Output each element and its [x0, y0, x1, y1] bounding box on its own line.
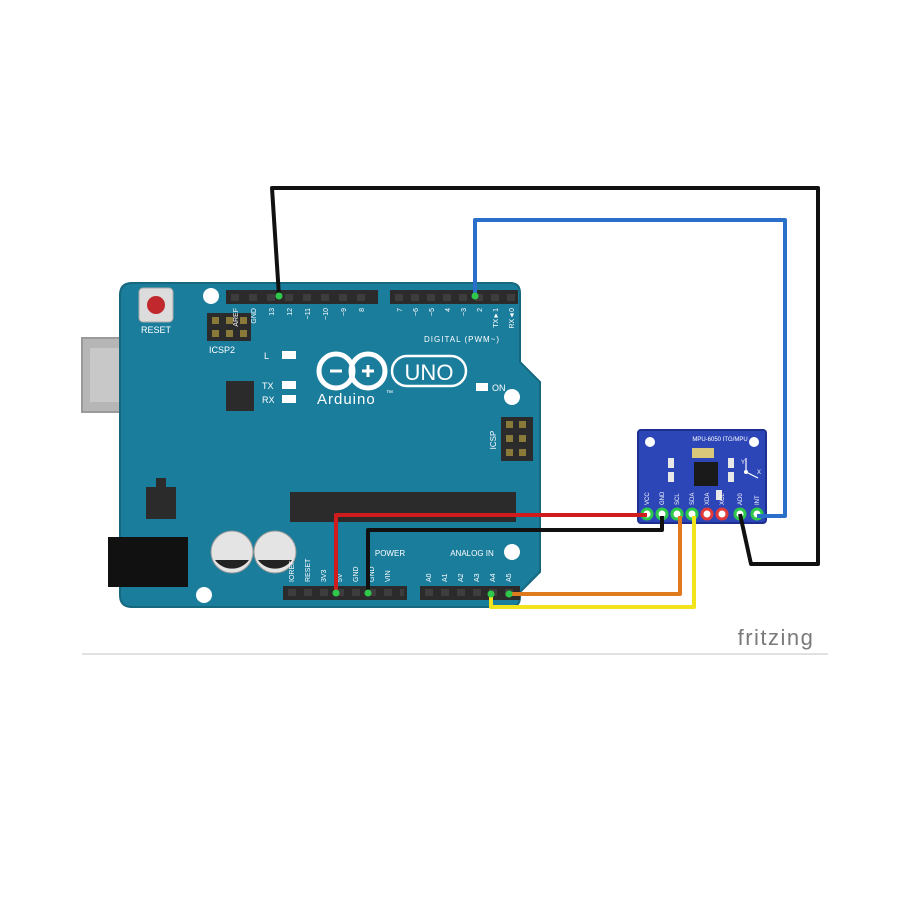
l-led-label: L	[264, 351, 269, 361]
pin-label: IOREF	[289, 561, 296, 582]
axis-x-label: X	[757, 470, 761, 476]
pin-label: A0	[426, 573, 433, 582]
pin-label: GND	[369, 566, 376, 582]
rx-led-label: RX	[262, 395, 275, 405]
mpu-title: MPU-6050 ITG/MPU	[692, 437, 747, 443]
analog-header	[420, 586, 520, 600]
mpu-pin-labels: VCC GND SCL SDA XDA XCL AD0 INT	[645, 491, 761, 505]
pin-label: TX►1	[493, 308, 500, 328]
pin-label: AD0	[738, 493, 744, 505]
pin-label: ~10	[323, 308, 330, 320]
pin-label: GND	[353, 566, 360, 582]
pin-label: SCL	[675, 493, 681, 505]
digital-header-left	[226, 290, 378, 304]
pin-endpoint	[505, 590, 513, 598]
pin-label: XCL	[720, 493, 726, 505]
pin-label: XDA	[705, 493, 711, 505]
mounting-hole	[504, 544, 520, 560]
tx-led	[282, 381, 296, 389]
fritzing-watermark: fritzing	[738, 625, 815, 650]
axis-y-label: Y	[741, 460, 745, 466]
pin-endpoint	[364, 589, 372, 597]
pin-label: A1	[442, 573, 449, 582]
icsp-header	[501, 417, 533, 461]
pin-endpoint	[332, 589, 340, 597]
tx-led-label: TX	[262, 381, 274, 391]
pin-label: 5V	[337, 573, 344, 582]
digital-header-right	[390, 290, 518, 304]
reset-button[interactable]	[138, 287, 174, 323]
on-led	[476, 383, 488, 391]
pin-endpoint	[487, 590, 495, 598]
pin-label: 3V3	[321, 569, 328, 582]
wire-a4-sda	[489, 516, 696, 609]
pin-label: ~6	[413, 308, 420, 316]
power-label: POWER	[375, 549, 405, 558]
digital-label: DIGITAL (PWM~)	[424, 335, 500, 344]
mounting-hole	[203, 288, 219, 304]
icsp-label: ICSP	[489, 431, 498, 450]
arduino-label: Arduino	[317, 391, 376, 408]
pin-endpoint	[275, 292, 283, 300]
pin-label: 8	[359, 308, 366, 312]
pin-label: 12	[287, 308, 294, 316]
mpu6050-module	[637, 429, 767, 524]
pin-label: AREF	[233, 308, 240, 327]
pin-label: VIN	[385, 570, 392, 582]
capacitor	[253, 530, 297, 574]
reset-label: RESET	[141, 325, 172, 335]
analog-label: ANALOG IN	[450, 549, 494, 558]
pin-label: 2	[477, 308, 484, 312]
trademark: ™	[386, 390, 393, 397]
pin-label: A5	[506, 573, 513, 582]
power-jack	[108, 537, 188, 587]
wire-5v-vcc	[334, 513, 647, 593]
microcontroller-chip	[290, 492, 516, 522]
bottom-pin-labels: IOREF RESET 3V3 5V GND GND VIN A0 A1 A2 …	[289, 558, 513, 582]
pin-endpoint	[471, 292, 479, 300]
crystal	[692, 448, 714, 458]
pin-label: A4	[490, 573, 497, 582]
icsp2-header	[207, 313, 251, 341]
pin-label: VCC	[645, 492, 651, 505]
pin-label: ~9	[341, 308, 348, 316]
wire-gnd-ad0	[270, 186, 820, 566]
wire-gnd-gnd	[366, 516, 664, 593]
pin-label: RESET	[305, 558, 312, 582]
mounting-hole	[504, 389, 520, 405]
rx-led	[282, 395, 296, 403]
pin-label: 7	[397, 308, 404, 312]
pin-label: ~11	[305, 308, 312, 319]
on-led-label: ON	[492, 383, 506, 393]
pin-label: GND	[251, 308, 258, 324]
pin-label: SDA	[690, 493, 696, 505]
axis-indicator-icon	[744, 458, 759, 479]
uno-badge	[390, 354, 468, 388]
pin-label: A3	[474, 573, 481, 582]
arduino-logo-icon	[316, 351, 388, 391]
mpu-chip	[694, 462, 718, 486]
usb-controller-chip	[226, 381, 254, 411]
voltage-regulator	[146, 478, 176, 519]
power-header	[283, 586, 407, 600]
wire-d2-int	[473, 218, 787, 518]
uno-label: UNO	[405, 360, 454, 385]
pin-label: A2	[458, 573, 465, 582]
l-led	[282, 351, 296, 359]
pin-label: GND	[660, 491, 666, 505]
pin-label: ~3	[461, 308, 468, 316]
pin-label: 4	[445, 308, 452, 312]
icsp2-label: ICSP2	[209, 345, 235, 355]
mounting-hole	[196, 587, 212, 603]
top-pin-labels: AREF GND 13 12 ~11 ~10 ~9 8 7 ~6 ~5 4 ~3…	[233, 308, 516, 329]
pin-label: RX◄0	[509, 308, 516, 329]
capacitor	[210, 530, 254, 574]
pin-label: 13	[269, 308, 276, 316]
pin-label: INT	[755, 495, 761, 505]
pin-label: ~5	[429, 308, 436, 316]
wire-a5-scl	[509, 516, 682, 596]
